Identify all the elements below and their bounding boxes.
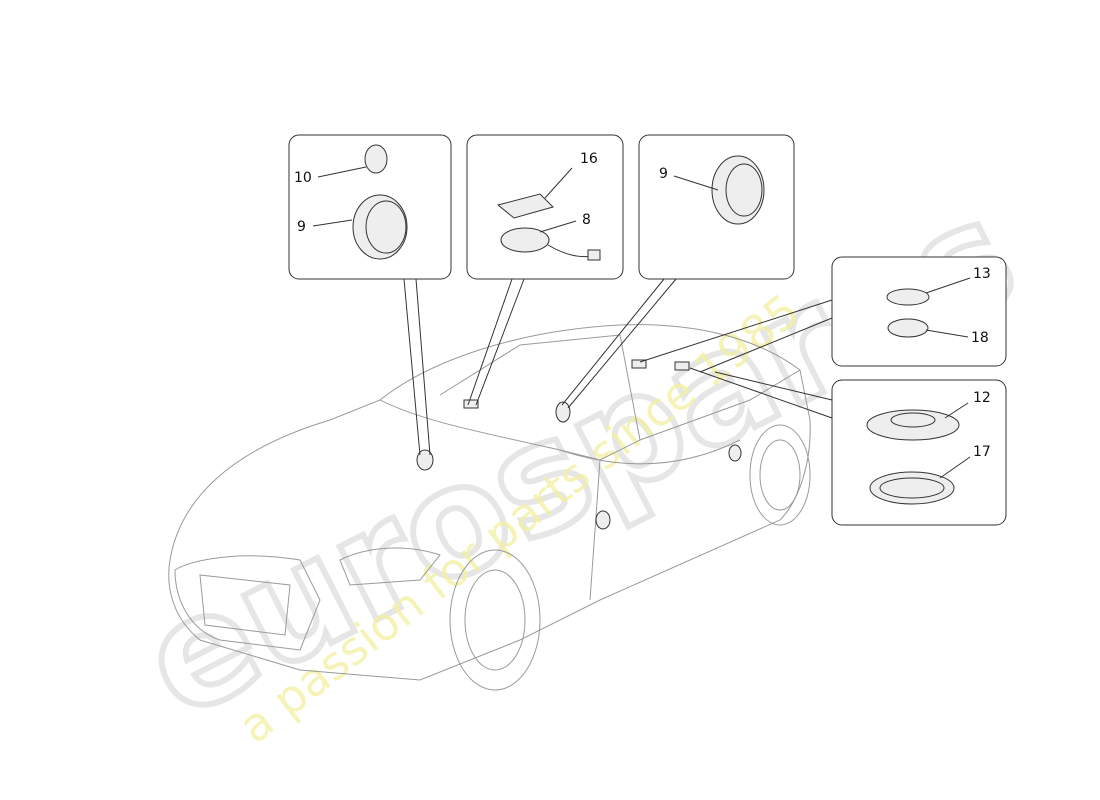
detail-box-dash-speaker: 16 8: [466, 134, 624, 280]
detail-box-rear-upper-speaker: 13 18: [831, 256, 1007, 367]
speaker-12-installed: [674, 361, 690, 371]
callout-17: 17: [973, 444, 991, 460]
installed-speakers: [416, 359, 742, 530]
callout-12: 12: [973, 390, 991, 406]
detail-box-rear-lower-speaker: 12 17: [831, 379, 1007, 526]
callout-18: 18: [971, 330, 989, 346]
box-leaders: [403, 278, 833, 456]
callout-16: 16: [580, 151, 598, 167]
car-outline: [168, 324, 811, 691]
callout-10: 10: [294, 170, 312, 186]
detail-box-front-left-speaker: 10 9: [288, 134, 452, 280]
door-speaker-installed: [595, 510, 611, 530]
callout-8: 8: [582, 212, 591, 228]
speaker-8-installed: [463, 399, 479, 409]
cover-pad-part: [496, 193, 554, 219]
speaker-part: [500, 227, 550, 253]
speaker-9-left-installed: [416, 449, 434, 471]
callout-9-right: 9: [659, 166, 668, 182]
detail-box-front-right-speaker: 9: [638, 134, 795, 280]
speaker-13-installed: [631, 359, 647, 369]
callout-13: 13: [973, 266, 991, 282]
speaker-9-right-installed: [555, 401, 571, 423]
callout-9: 9: [297, 219, 306, 235]
speaker-cover-part: [364, 144, 388, 174]
rear-door-speaker-installed: [728, 444, 742, 462]
ring-part: [887, 318, 929, 338]
speaker-part: [886, 288, 930, 306]
